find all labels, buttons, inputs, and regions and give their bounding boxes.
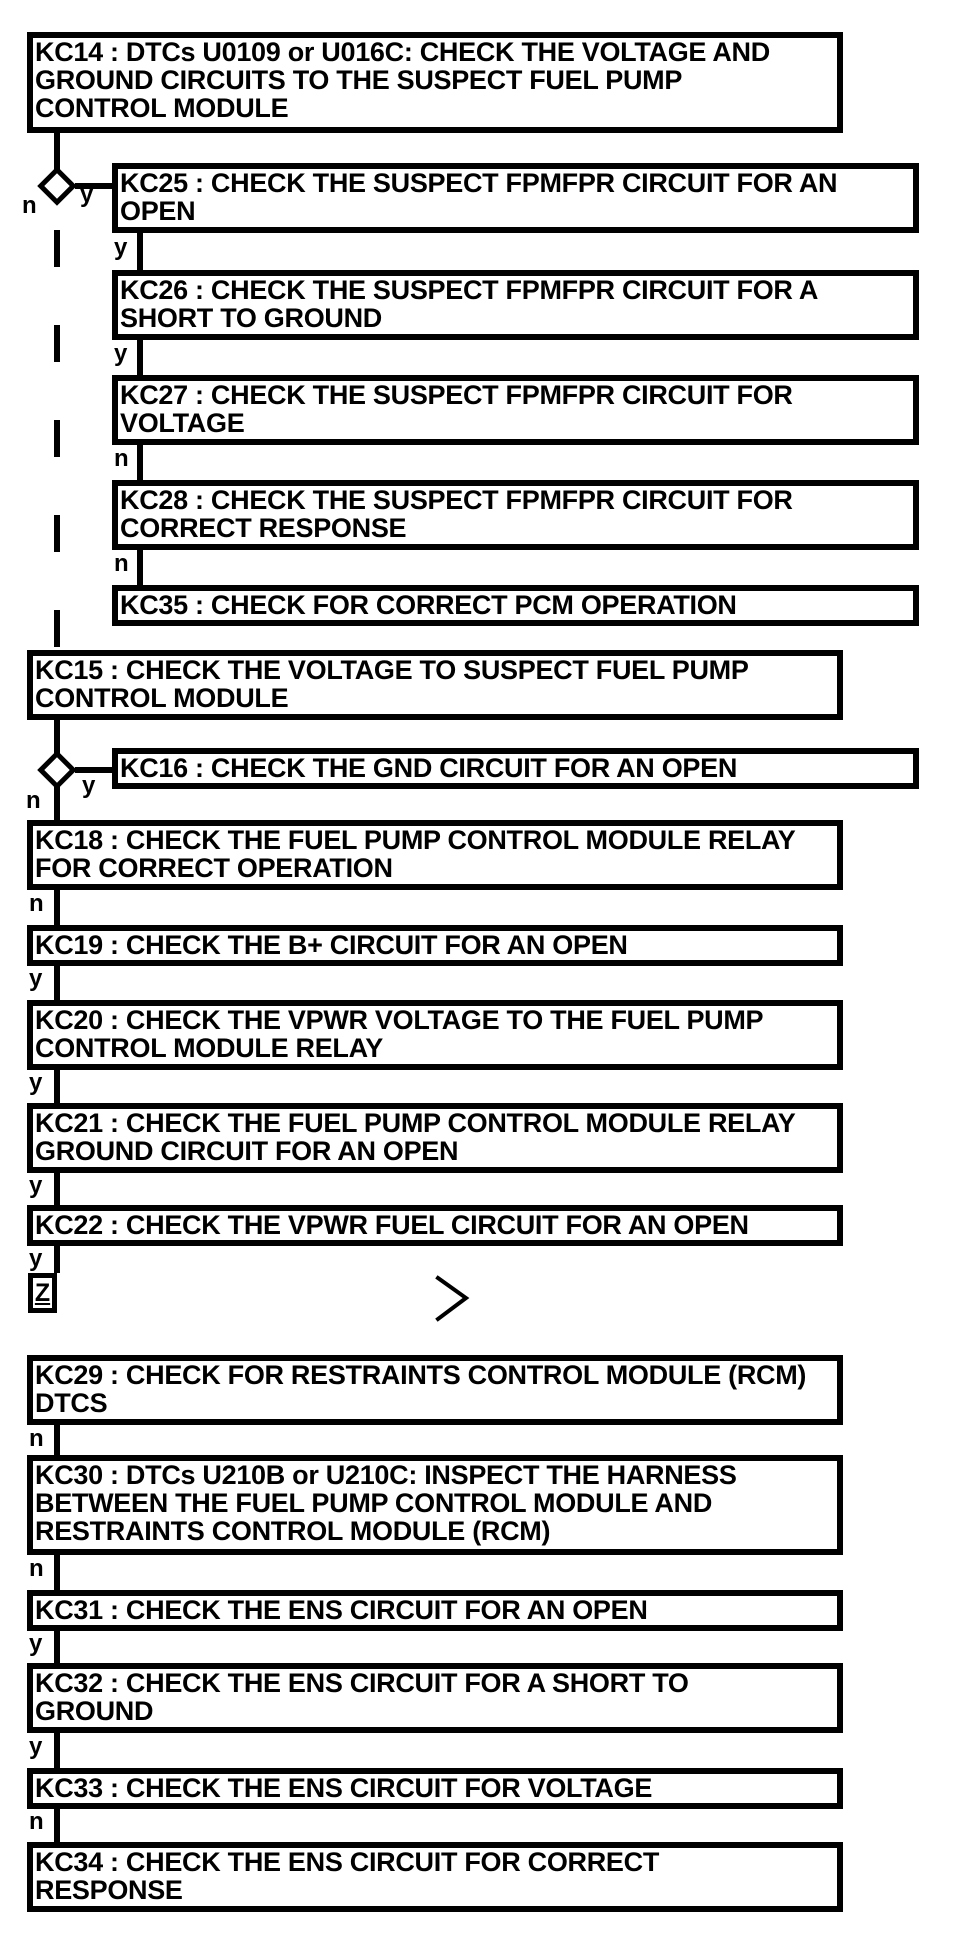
flow-box-kc31: KC31 : CHECK THE ENS CIRCUIT FOR AN OPEN bbox=[27, 1590, 843, 1631]
connector-kc20-kc21 bbox=[54, 1070, 60, 1103]
edge-label-kc29-kc30: n bbox=[29, 1425, 44, 1452]
flow-box-kc25: KC25 : CHECK THE SUSPECT FPMFPR CIRCUIT … bbox=[112, 163, 919, 233]
flow-box-kc33: KC33 : CHECK THE ENS CIRCUIT FOR VOLTAGE bbox=[27, 1768, 843, 1809]
flow-box-kc34: KC34 : CHECK THE ENS CIRCUIT FOR CORRECT… bbox=[27, 1842, 843, 1912]
edge-label-kc30-kc31: n bbox=[29, 1555, 44, 1582]
flow-box-kc20: KC20 : CHECK THE VPWR VOLTAGE TO THE FUE… bbox=[27, 1000, 843, 1070]
flow-box-kc26: KC26 : CHECK THE SUSPECT FPMFPR CIRCUIT … bbox=[112, 270, 919, 340]
flow-box-kc19: KC19 : CHECK THE B+ CIRCUIT FOR AN OPEN bbox=[27, 925, 843, 966]
edge-label-kc19-kc20: y bbox=[29, 965, 43, 992]
edge-label-diamond1-no: n bbox=[22, 192, 37, 219]
flow-box-kc35: KC35 : CHECK FOR CORRECT PCM OPERATION bbox=[112, 585, 919, 626]
edge-label-kc18-kc19: n bbox=[29, 890, 44, 917]
connector-kc26-kc27 bbox=[137, 340, 143, 375]
connector-kc32-kc33 bbox=[54, 1733, 60, 1768]
flow-box-kc32: KC32 : CHECK THE ENS CIRCUIT FOR A SHORT… bbox=[27, 1663, 843, 1733]
flow-box-kc15: KC15 : CHECK THE VOLTAGE TO SUSPECT FUEL… bbox=[27, 650, 843, 720]
flow-box-kc28: KC28 : CHECK THE SUSPECT FPMFPR CIRCUIT … bbox=[112, 480, 919, 550]
decision-diamond-1 bbox=[37, 166, 77, 206]
flow-box-kc29: KC29 : CHECK FOR RESTRAINTS CONTROL MODU… bbox=[27, 1355, 843, 1425]
edge-label-kc21-kc22: y bbox=[29, 1172, 43, 1199]
flow-box-kc22: KC22 : CHECK THE VPWR FUEL CIRCUIT FOR A… bbox=[27, 1205, 843, 1246]
edge-label-diamond2-no: n bbox=[26, 787, 41, 814]
edge-label-kc22-z: y bbox=[29, 1245, 43, 1272]
connector-kc25-kc26 bbox=[137, 233, 143, 270]
flow-box-kc16: KC16 : CHECK THE GND CIRCUIT FOR AN OPEN bbox=[112, 748, 919, 789]
edge-label-kc33-kc34: n bbox=[29, 1808, 44, 1835]
connector-kc28-kc35 bbox=[137, 550, 143, 585]
edge-label-kc32-kc33: y bbox=[29, 1733, 43, 1760]
connector-kc31-kc32 bbox=[54, 1631, 60, 1663]
edge-label-kc26-kc27: y bbox=[114, 340, 128, 367]
edge-label-diamond2-yes: y bbox=[82, 772, 96, 799]
connector-kc29-kc30 bbox=[54, 1425, 60, 1455]
edge-label-kc20-kc21: y bbox=[29, 1069, 43, 1096]
connector-diamond1-kc25 bbox=[75, 183, 112, 189]
decision-diamond-2 bbox=[37, 750, 77, 790]
edge-label-kc25-kc26: y bbox=[114, 234, 128, 261]
connector-kc30-kc31 bbox=[54, 1555, 60, 1590]
connector-kc18-kc19 bbox=[54, 890, 60, 925]
connector-kc21-kc22 bbox=[54, 1173, 60, 1205]
flow-box-kc18: KC18 : CHECK THE FUEL PUMP CONTROL MODUL… bbox=[27, 820, 843, 890]
connector-kc14-diamond1 bbox=[54, 133, 60, 170]
connector-kc19-kc20 bbox=[54, 966, 60, 1000]
connector-diamond2-kc18 bbox=[54, 786, 60, 820]
edge-label-kc27-kc28: n bbox=[114, 445, 129, 472]
flow-box-kc14: KC14 : DTCs U0109 or U016C: CHECK THE VO… bbox=[27, 32, 843, 133]
connector-kc15-diamond2 bbox=[54, 720, 60, 756]
off-page-connector-z[interactable]: Z bbox=[28, 1273, 57, 1313]
connector-kc33-kc34 bbox=[54, 1809, 60, 1842]
flow-box-kc21: KC21 : CHECK THE FUEL PUMP CONTROL MODUL… bbox=[27, 1103, 843, 1173]
connector-kc22-z bbox=[54, 1246, 60, 1273]
edge-label-kc28-kc35: n bbox=[114, 550, 129, 577]
connector-diamond2-kc16 bbox=[75, 767, 112, 773]
edge-label-kc31-kc32: y bbox=[29, 1630, 43, 1657]
flow-box-kc30: KC30 : DTCs U210B or U210C: INSPECT THE … bbox=[27, 1455, 843, 1555]
connector-kc27-kc28 bbox=[137, 445, 143, 480]
flow-box-kc27: KC27 : CHECK THE SUSPECT FPMFPR CIRCUIT … bbox=[112, 375, 919, 445]
connector-diamond1-kc15-dashed bbox=[54, 204, 60, 650]
edge-label-diamond1-yes: y bbox=[80, 181, 94, 208]
page-continuation-chevron-icon bbox=[435, 1275, 470, 1322]
